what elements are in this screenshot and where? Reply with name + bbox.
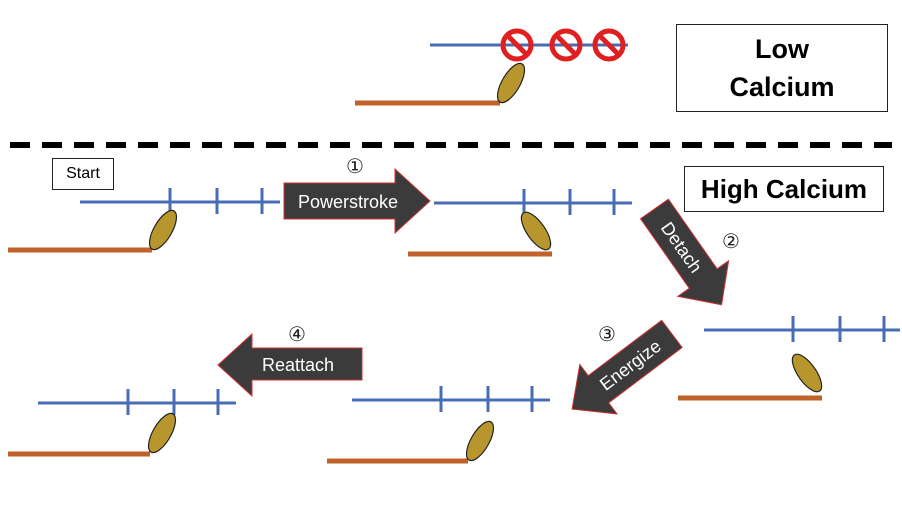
detach-arrow: Detach	[639, 198, 730, 306]
low-calcium-label: Low Calcium	[676, 24, 888, 112]
step-2-number: ②	[722, 229, 740, 253]
powerstroke-label: Powerstroke	[298, 192, 398, 212]
low-calcium-line1: Low	[754, 34, 809, 64]
energize-arrow: Energize	[571, 319, 683, 415]
myosin-head	[465, 420, 495, 462]
step-4-number: ④	[288, 322, 306, 346]
high-calcium-label: High Calcium	[684, 166, 884, 212]
myosin-head	[147, 412, 177, 454]
myosin-head	[791, 353, 823, 393]
myosin-head	[496, 62, 526, 104]
step-3-number: ③	[598, 322, 616, 346]
powerstroke-arrow: Powerstroke	[283, 167, 431, 235]
low-calcium-line2: Calcium	[729, 72, 835, 102]
start-label: Start	[52, 158, 114, 190]
myosin-head	[520, 211, 552, 251]
filament-after-reattach	[8, 389, 236, 457]
blocked-site-icon	[592, 28, 626, 62]
filament-after-detach	[678, 316, 900, 401]
filament-after-powerstroke	[408, 189, 632, 257]
filament-after-energize	[327, 386, 550, 464]
blocked-site-icon	[549, 28, 583, 62]
reattach-arrow: Reattach	[217, 332, 363, 398]
blocked-site-icon	[500, 28, 534, 62]
low-calcium-filament-group	[355, 28, 628, 106]
filament-start	[8, 188, 280, 253]
reattach-label: Reattach	[262, 355, 334, 375]
myosin-head	[148, 209, 178, 251]
step-1-number: ①	[346, 154, 364, 178]
